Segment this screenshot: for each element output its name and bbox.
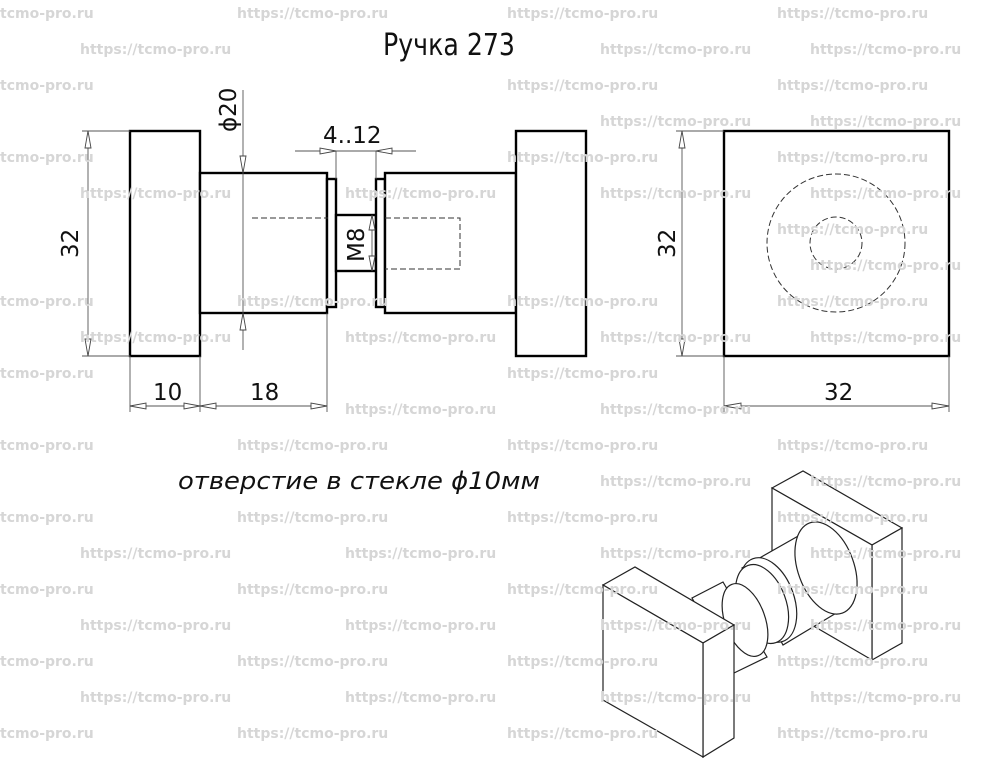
side-view: 32 ϕ20 4..12 M8 10 18 bbox=[58, 88, 588, 412]
dim-height-left: 32 bbox=[58, 229, 84, 258]
watermark-text: https://tcmo-pro.ru bbox=[600, 618, 751, 634]
watermark-text: tcmo-pro.ru bbox=[0, 78, 94, 94]
watermark-text: tcmo-pro.ru bbox=[0, 294, 94, 310]
watermark-text: https://tcmo-pro.ru bbox=[600, 474, 751, 490]
watermark-text: tcmo-pro.ru bbox=[0, 726, 94, 742]
glass-hole-note: отверстие в стекле ϕ10мм bbox=[178, 467, 540, 495]
watermark-text: tcmo-pro.ru bbox=[0, 150, 94, 166]
watermark-text: https://tcmo-pro.ru bbox=[810, 546, 961, 562]
watermark-text: https://tcmo-pro.ru bbox=[777, 438, 928, 454]
right-body bbox=[383, 171, 518, 315]
watermark-text: https://tcmo-pro.ru bbox=[237, 726, 388, 742]
watermark-text: https://tcmo-pro.ru bbox=[237, 582, 388, 598]
watermark-text: https://tcmo-pro.ru bbox=[777, 6, 928, 22]
watermark-text: https://tcmo-pro.ru bbox=[80, 330, 231, 346]
watermark-text: https://tcmo-pro.ru bbox=[345, 546, 496, 562]
watermark-text: https://tcmo-pro.ru bbox=[507, 6, 658, 22]
left-washer bbox=[325, 177, 338, 309]
watermark-text: https://tcmo-pro.ru bbox=[810, 474, 961, 490]
watermark-text: https://tcmo-pro.ru bbox=[345, 402, 496, 418]
watermark-text: https://tcmo-pro.ru bbox=[507, 294, 658, 310]
watermark-text: https://tcmo-pro.ru bbox=[810, 186, 961, 202]
watermark-text: https://tcmo-pro.ru bbox=[777, 510, 928, 526]
watermark-text: https://tcmo-pro.ru bbox=[507, 654, 658, 670]
watermark-text: https://tcmo-pro.ru bbox=[345, 618, 496, 634]
watermark-text: https://tcmo-pro.ru bbox=[600, 330, 751, 346]
front-knob-square bbox=[722, 129, 951, 358]
watermark-text: https://tcmo-pro.ru bbox=[810, 114, 961, 130]
watermark-text: https://tcmo-pro.ru bbox=[810, 258, 961, 274]
right-knob bbox=[514, 129, 588, 358]
watermark-text: https://tcmo-pro.ru bbox=[777, 78, 928, 94]
watermark-text: https://tcmo-pro.ru bbox=[345, 330, 496, 346]
left-body bbox=[198, 171, 329, 315]
watermark-text: https://tcmo-pro.ru bbox=[507, 438, 658, 454]
watermark-text: https://tcmo-pro.ru bbox=[600, 186, 751, 202]
watermark-text: https://tcmo-pro.ru bbox=[80, 546, 231, 562]
watermark-text: https://tcmo-pro.ru bbox=[507, 510, 658, 526]
bolt bbox=[334, 213, 378, 273]
watermark-text: https://tcmo-pro.ru bbox=[600, 546, 751, 562]
watermark-text: https://tcmo-pro.ru bbox=[507, 78, 658, 94]
watermark-text: https://tcmo-pro.ru bbox=[600, 690, 751, 706]
watermark-text: https://tcmo-pro.ru bbox=[600, 114, 751, 130]
watermark-text: https://tcmo-pro.ru bbox=[237, 294, 388, 310]
dim-thread: M8 bbox=[344, 228, 370, 262]
dim-knob-width: 10 bbox=[153, 380, 182, 406]
dim-glass-thickness: 4..12 bbox=[323, 123, 382, 149]
watermark-text: https://tcmo-pro.ru bbox=[237, 6, 388, 22]
watermark-text: https://tcmo-pro.ru bbox=[777, 222, 928, 238]
watermark-text: tcmo-pro.ru bbox=[0, 366, 94, 382]
watermark-text: tcmo-pro.ru bbox=[0, 6, 94, 22]
isometric-view bbox=[601, 470, 904, 759]
watermark-text: https://tcmo-pro.ru bbox=[80, 186, 231, 202]
drawing-title: Ручка 273 bbox=[383, 28, 515, 63]
watermark-text: https://tcmo-pro.ru bbox=[237, 510, 388, 526]
watermark-text: https://tcmo-pro.ru bbox=[810, 42, 961, 58]
watermark-text: https://tcmo-pro.ru bbox=[777, 726, 928, 742]
watermark-text: https://tcmo-pro.ru bbox=[777, 582, 928, 598]
watermark-text: https://tcmo-pro.ru bbox=[237, 654, 388, 670]
watermark-text: https://tcmo-pro.ru bbox=[507, 726, 658, 742]
dim-height-right: 32 bbox=[655, 229, 681, 258]
watermark-text: https://tcmo-pro.ru bbox=[507, 582, 658, 598]
watermark-text: https://tcmo-pro.ru bbox=[777, 654, 928, 670]
watermark-text: https://tcmo-pro.ru bbox=[507, 366, 658, 382]
dim-width-right: 32 bbox=[824, 380, 853, 406]
watermark-text: tcmo-pro.ru bbox=[0, 510, 94, 526]
watermark-text: https://tcmo-pro.ru bbox=[80, 690, 231, 706]
watermark-text: tcmo-pro.ru bbox=[0, 654, 94, 670]
watermark-text: https://tcmo-pro.ru bbox=[777, 150, 928, 166]
watermark-text: https://tcmo-pro.ru bbox=[810, 330, 961, 346]
watermark-text: https://tcmo-pro.ru bbox=[80, 42, 231, 58]
watermark-text: https://tcmo-pro.ru bbox=[345, 186, 496, 202]
dim-diameter-body: ϕ20 bbox=[216, 88, 242, 132]
watermark-text: https://tcmo-pro.ru bbox=[237, 438, 388, 454]
front-view: 32 32 bbox=[655, 129, 951, 412]
watermark-text: tcmo-pro.ru bbox=[0, 438, 94, 454]
watermark-text: https://tcmo-pro.ru bbox=[507, 150, 658, 166]
watermark-text: https://tcmo-pro.ru bbox=[810, 618, 961, 634]
watermark-text: https://tcmo-pro.ru bbox=[810, 690, 961, 706]
watermark-text: tcmo-pro.ru bbox=[0, 582, 94, 598]
watermark-text: https://tcmo-pro.ru bbox=[600, 402, 751, 418]
dim-body-length: 18 bbox=[250, 380, 279, 406]
left-knob bbox=[128, 129, 202, 358]
watermark-text: https://tcmo-pro.ru bbox=[80, 618, 231, 634]
watermark-text: https://tcmo-pro.ru bbox=[600, 42, 751, 58]
watermark-layer: tcmo-pro.ru https://tcmo-pro.ru https://tc… bbox=[0, 6, 961, 742]
watermark-text: https://tcmo-pro.ru bbox=[345, 690, 496, 706]
watermark-text: https://tcmo-pro.ru bbox=[777, 294, 928, 310]
